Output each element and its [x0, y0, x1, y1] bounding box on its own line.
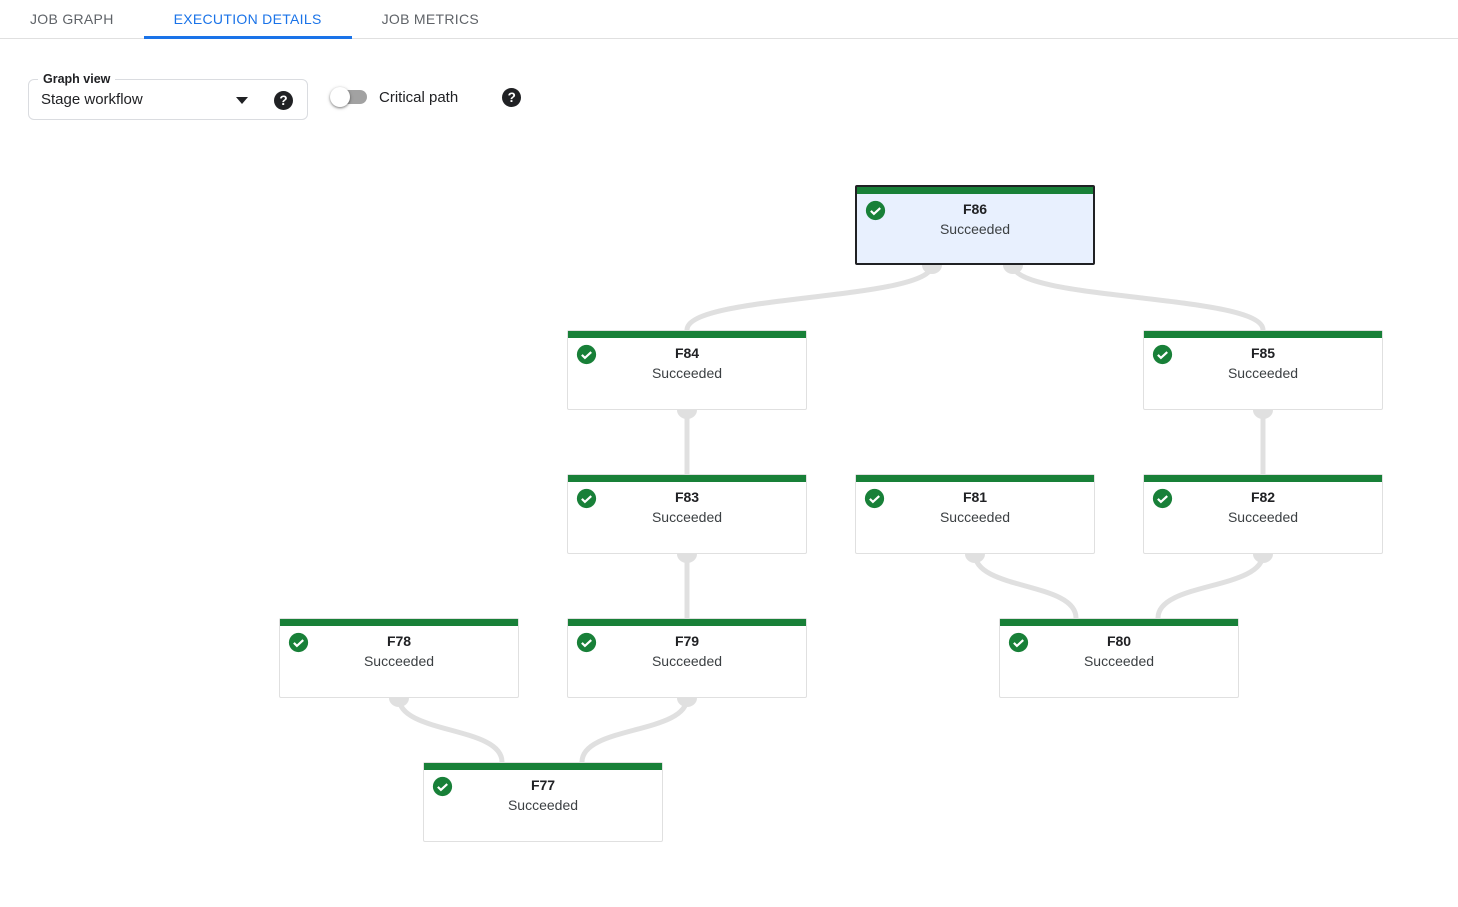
check-circle-icon [1152, 344, 1173, 365]
toggle-thumb[interactable] [330, 87, 350, 107]
tab-execution-details[interactable]: EXECUTION DETAILS [143, 0, 352, 39]
check-circle-icon [864, 488, 885, 509]
graph-view-help-icon[interactable]: ? [274, 91, 293, 110]
check-circle-icon [576, 488, 597, 509]
node-status: Succeeded [651, 653, 723, 669]
node-succeeded-bar [856, 475, 1094, 482]
node-succeeded-bar [568, 619, 806, 626]
node-title: F84 [674, 345, 700, 361]
edge-F79-F77 [579, 697, 690, 763]
check-circle-icon [288, 632, 309, 653]
node-title: F82 [1250, 489, 1276, 505]
tab-job-graph[interactable]: JOB GRAPH [0, 0, 144, 38]
node-title: F83 [674, 489, 700, 505]
graph-view-select-label: Graph view [38, 71, 116, 88]
edge-F82-F80 [1155, 553, 1266, 619]
edge-F86-F85 [1010, 264, 1266, 331]
edge-connector-F82 [1253, 554, 1273, 563]
check-circle-icon [576, 344, 597, 365]
check-circle-icon [576, 632, 597, 653]
check-circle-icon [1152, 488, 1173, 509]
node-status: Succeeded [1227, 365, 1299, 381]
edge-connector-F85 [1253, 410, 1273, 419]
edge-connector-F78 [389, 698, 409, 707]
edge-connector-F79 [677, 698, 697, 707]
tab-job-graph-label: JOB GRAPH [30, 11, 114, 27]
edge-F78-F77 [396, 697, 505, 763]
node-title: F85 [1250, 345, 1276, 361]
tab-job-metrics[interactable]: JOB METRICS [352, 0, 509, 38]
node-title: F78 [386, 633, 412, 649]
node-title: F80 [1106, 633, 1132, 649]
node-succeeded-bar [568, 475, 806, 482]
edge-connector-F81 [965, 554, 985, 563]
node-title: F86 [962, 201, 988, 217]
node-status: Succeeded [651, 509, 723, 525]
tab-execution-details-label: EXECUTION DETAILS [173, 11, 322, 27]
node-status: Succeeded [507, 797, 579, 813]
node-succeeded-bar [280, 619, 518, 626]
node-status: Succeeded [939, 509, 1011, 525]
edge-F81-F80 [972, 553, 1079, 619]
critical-path-control: Critical path ? [330, 86, 522, 108]
check-circle-icon [1008, 632, 1029, 653]
node-succeeded-bar [424, 763, 662, 770]
node-status: Succeeded [363, 653, 435, 669]
edge-F86-F84 [684, 264, 935, 331]
node-status: Succeeded [939, 221, 1011, 237]
critical-path-toggle[interactable] [330, 87, 368, 107]
check-circle-icon [865, 200, 886, 221]
node-succeeded-bar [1144, 475, 1382, 482]
graph-view-selected-value: Stage workflow [41, 91, 143, 108]
node-title: F79 [674, 633, 700, 649]
node-succeeded-bar [857, 187, 1093, 194]
edge-connector-F86 [1003, 265, 1023, 274]
edge-connector-F84 [677, 410, 697, 419]
critical-path-label: Critical path [379, 88, 459, 106]
tab-bar: JOB GRAPH EXECUTION DETAILS JOB METRICS [0, 0, 1458, 39]
graph-view-select[interactable]: Graph view Stage workflow ? [28, 71, 308, 120]
node-succeeded-bar [568, 331, 806, 338]
node-succeeded-bar [1144, 331, 1382, 338]
node-status: Succeeded [1227, 509, 1299, 525]
edge-connector-F86 [922, 265, 942, 274]
node-title: F77 [530, 777, 556, 793]
node-title: F81 [962, 489, 988, 505]
dropdown-arrow-icon [236, 97, 248, 104]
node-succeeded-bar [1000, 619, 1238, 626]
edge-connector-F83 [677, 554, 697, 563]
node-status: Succeeded [651, 365, 723, 381]
check-circle-icon [432, 776, 453, 797]
node-status: Succeeded [1083, 653, 1155, 669]
tab-job-metrics-label: JOB METRICS [381, 11, 480, 27]
critical-path-help-icon[interactable]: ? [502, 87, 522, 107]
